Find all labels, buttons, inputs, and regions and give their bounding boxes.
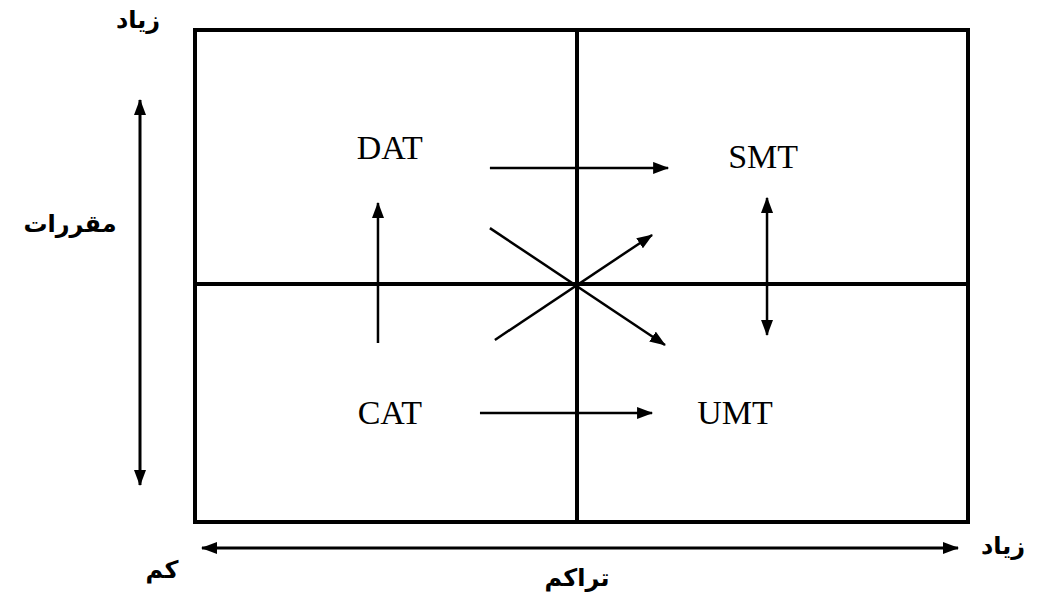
quadrant-label: SMT	[728, 140, 798, 174]
transition-arrow	[766, 198, 769, 335]
horizontal-axis-arrow	[202, 547, 958, 550]
transition-arrow	[495, 235, 652, 340]
vertical-axis-arrow	[139, 100, 142, 485]
quadrant-label: UMT	[697, 396, 773, 430]
transition-arrow	[490, 167, 668, 170]
axis-label: کم	[146, 556, 179, 585]
quadrant-box: CAT	[195, 284, 577, 522]
quadrant-label: DAT	[357, 131, 423, 165]
quadrant-label: CAT	[358, 396, 422, 430]
transition-arrow	[377, 203, 380, 343]
axis-label: مقررات	[23, 210, 116, 239]
outer-frame	[195, 30, 968, 522]
quadrant-box: UMT	[577, 284, 968, 522]
axis-label: تراکم	[545, 564, 610, 593]
axis-label: زیاد	[116, 6, 160, 35]
transition-arrow	[480, 412, 652, 415]
quadrant-box: SMT	[577, 30, 968, 284]
quadrant-box: DAT	[195, 30, 577, 284]
axis-label: زیاد	[981, 532, 1025, 561]
